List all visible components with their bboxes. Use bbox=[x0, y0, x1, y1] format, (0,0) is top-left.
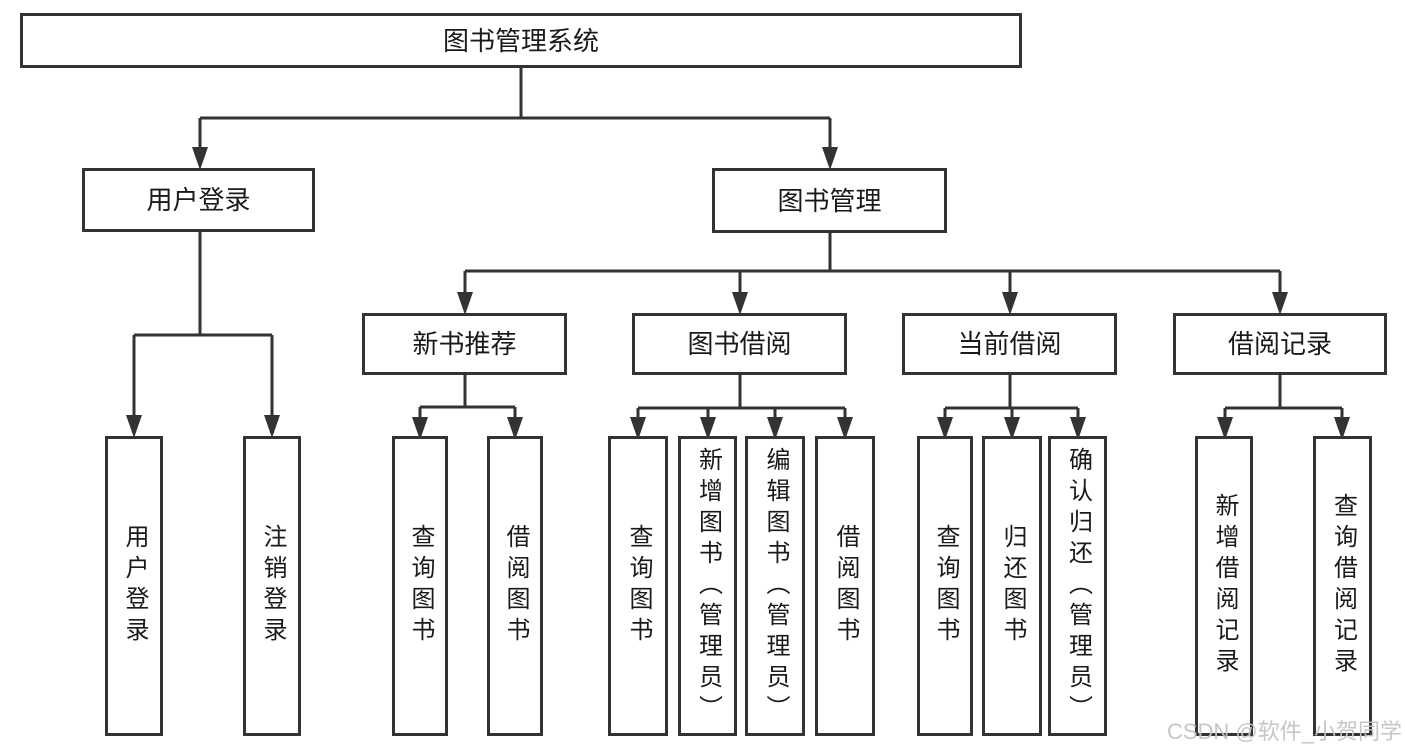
arrowhead-icon bbox=[192, 147, 208, 170]
leaf-label: 确认归还（管理员） bbox=[1064, 446, 1092, 726]
node-label: 用户登录 bbox=[146, 185, 251, 215]
leaf-label: 查询图书 bbox=[407, 524, 434, 648]
node-book-management: 图书管理 bbox=[712, 168, 947, 233]
leaf-label: 查询图书 bbox=[625, 524, 652, 648]
leaf-label: 借阅图书 bbox=[832, 524, 859, 648]
leaf-label: 归还图书 bbox=[999, 524, 1026, 648]
connector-borrowrec-to-leaves bbox=[1223, 375, 1344, 421]
arrowhead-icon bbox=[412, 417, 428, 440]
connector-bookborrow-to-leaves bbox=[636, 375, 847, 421]
leaf-label: 借阅图书 bbox=[502, 524, 529, 648]
node-library-system: 图书管理系统 bbox=[20, 13, 1022, 68]
watermark: CSDN @软件_小贺同学 bbox=[1166, 718, 1402, 744]
leaf-edit-books-admin: 编辑图书（管理员） bbox=[745, 436, 805, 736]
node-label: 借阅记录 bbox=[1227, 329, 1332, 359]
leaf-label: 注销登录 bbox=[259, 524, 286, 648]
arrowhead-icon bbox=[1070, 417, 1086, 440]
arrowhead-icon bbox=[630, 417, 646, 440]
connector-bookmgmt-to-level3 bbox=[463, 233, 1282, 295]
leaf-query-books-1: 查询图书 bbox=[392, 436, 448, 736]
connector-newbook-to-leaves bbox=[418, 375, 517, 421]
leaf-confirm-return-admin: 确认归还（管理员） bbox=[1048, 436, 1107, 736]
leaf-borrow-books-1: 借阅图书 bbox=[487, 436, 543, 736]
node-label: 图书管理系统 bbox=[442, 25, 599, 56]
leaf-query-books-2: 查询图书 bbox=[608, 436, 668, 736]
node-new-book-recommend: 新书推荐 bbox=[362, 313, 567, 375]
arrowhead-icon bbox=[937, 417, 953, 440]
leaf-label: 查询借阅记录 bbox=[1329, 493, 1357, 679]
arrowhead-icon bbox=[1217, 417, 1233, 440]
leaf-label: 新增借阅记录 bbox=[1211, 493, 1238, 679]
arrowhead-icon bbox=[126, 415, 142, 438]
node-label: 新书推荐 bbox=[412, 329, 517, 359]
arrowhead-icon bbox=[1004, 417, 1020, 440]
arrowhead-icon bbox=[1272, 292, 1288, 315]
node-user-login: 用户登录 bbox=[82, 168, 315, 232]
node-borrowing-records: 借阅记录 bbox=[1173, 313, 1387, 375]
arrowhead-icon bbox=[507, 417, 523, 440]
leaf-label: 编辑图书（管理员） bbox=[762, 446, 789, 726]
leaf-logout: 注销登录 bbox=[243, 436, 301, 736]
arrowheads bbox=[126, 147, 1350, 440]
connector-userlogin-to-leaves bbox=[132, 232, 274, 418]
connector-curborrow-to-leaves bbox=[943, 375, 1080, 421]
node-current-borrowing: 当前借阅 bbox=[902, 313, 1117, 375]
arrowhead-icon bbox=[837, 417, 853, 440]
node-label: 图书借阅 bbox=[687, 329, 792, 359]
node-label: 当前借阅 bbox=[957, 329, 1062, 359]
leaf-query-books-3: 查询图书 bbox=[917, 436, 973, 736]
node-book-borrowing: 图书借阅 bbox=[632, 313, 847, 375]
leaf-query-borrow-record: 查询借阅记录 bbox=[1313, 436, 1372, 736]
leaf-add-borrow-record: 新增借阅记录 bbox=[1195, 436, 1253, 736]
leaf-label: 用户登录 bbox=[121, 524, 148, 648]
leaf-add-books-admin: 新增图书（管理员） bbox=[678, 436, 737, 736]
arrowhead-icon bbox=[1334, 417, 1350, 440]
node-label: 图书管理 bbox=[777, 185, 882, 216]
arrowhead-icon bbox=[767, 417, 783, 440]
arrowhead-icon bbox=[732, 292, 748, 315]
arrowhead-icon bbox=[1002, 292, 1018, 315]
connector-root-to-level2 bbox=[198, 68, 832, 150]
leaf-label: 查询图书 bbox=[932, 524, 959, 648]
arrowhead-icon bbox=[700, 417, 716, 440]
arrowhead-icon bbox=[822, 147, 838, 170]
arrowhead-icon bbox=[264, 415, 280, 438]
leaf-user-login: 用户登录 bbox=[105, 436, 163, 736]
arrowhead-icon bbox=[457, 292, 473, 315]
leaf-return-books: 归还图书 bbox=[982, 436, 1042, 736]
leaf-borrow-books-2: 借阅图书 bbox=[815, 436, 875, 736]
leaf-label: 新增图书（管理员） bbox=[694, 446, 722, 726]
